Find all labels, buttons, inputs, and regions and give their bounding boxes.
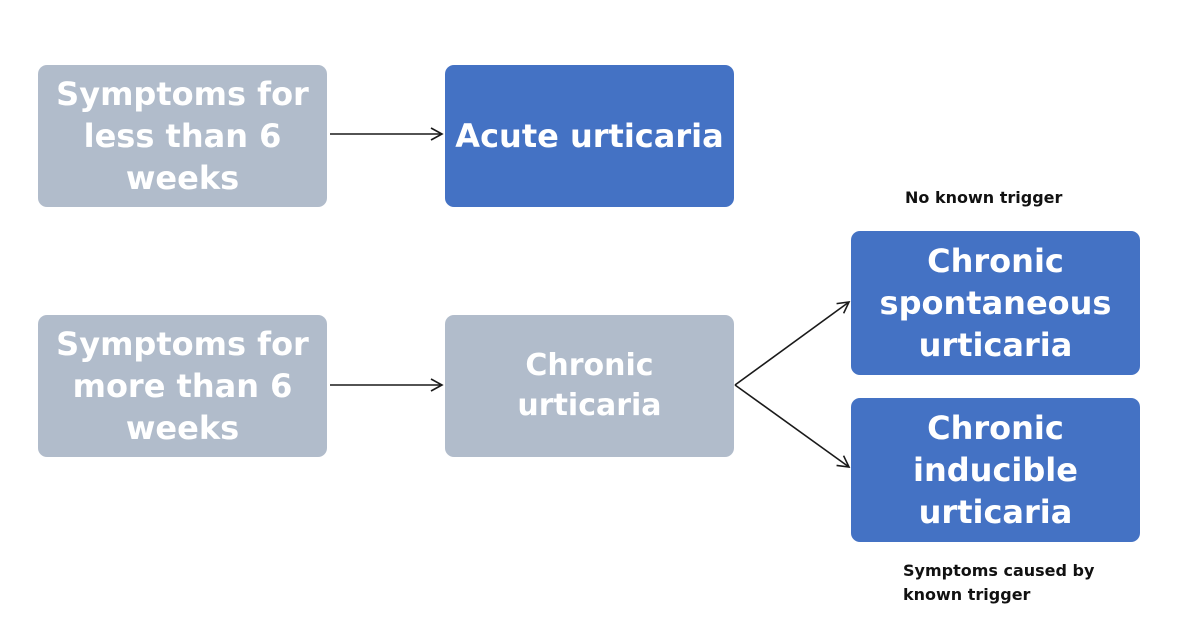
box-chronic-inducible-urticaria: Chronic inducible urticaria <box>851 398 1140 542</box>
box-symptoms-less-than-6-weeks: Symptoms for less than 6 weeks <box>38 65 327 207</box>
box-acute-urticaria: Acute urticaria <box>445 65 734 207</box>
arrow-to-inducible <box>734 384 851 468</box>
note-no-known-trigger: No known trigger <box>905 188 1063 207</box>
box-symptoms-more-than-6-weeks: Symptoms for more than 6 weeks <box>38 315 327 457</box>
arrow-to-spontaneous <box>734 301 851 386</box>
box-chronic-spontaneous-urticaria: Chronic spontaneous urticaria <box>851 231 1140 375</box>
note-symptoms-caused-by-known-trigger: Symptoms caused by known trigger <box>903 561 1095 604</box>
box-chronic-urticaria: Chronic urticaria <box>445 315 734 457</box>
